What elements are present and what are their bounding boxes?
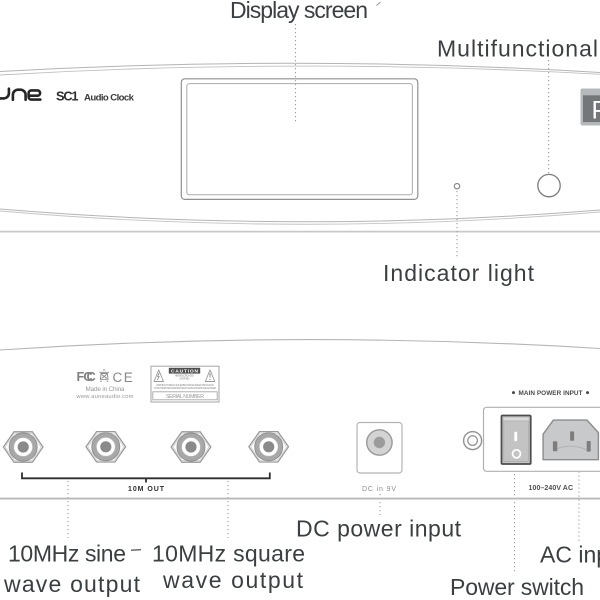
svg-text:wave output: wave output	[3, 571, 141, 597]
svg-text:P: P	[592, 97, 600, 125]
svg-text:MAIN POWER INPUT: MAIN POWER INPUT	[519, 390, 583, 397]
svg-text:C: C	[87, 369, 96, 384]
svg-text:RISK OF ELECTRIC SHOCK: RISK OF ELECTRIC SHOCK	[175, 373, 194, 377]
svg-text:AC input: AC input	[540, 542, 600, 568]
svg-text:Power switch: Power switch	[450, 574, 584, 600]
svg-text:Made in China: Made in China	[86, 386, 125, 393]
svg-text:Multifunctional: Multifunctional	[437, 36, 598, 62]
svg-text:wave output: wave output	[162, 567, 304, 593]
svg-text:www.auneaudio.com: www.auneaudio.com	[76, 394, 134, 400]
svg-text:Display screen: Display screen	[230, 0, 368, 23]
svg-text:10MHz square: 10MHz square	[152, 541, 305, 567]
svg-text:Audio Clock: Audio Clock	[84, 92, 135, 103]
svg-text:CAUTION: CAUTION	[171, 369, 199, 375]
svg-text:DC in 9V: DC in 9V	[362, 486, 396, 493]
svg-text:100–240V AC: 100–240V AC	[529, 485, 574, 492]
svg-text:SERIAL NUMBER: SERIAL NUMBER	[166, 394, 204, 400]
svg-text:DO NOT OPEN: DO NOT OPEN	[180, 376, 190, 380]
svg-text:Indicator light: Indicator light	[383, 260, 535, 286]
svg-text:10MHz sine: 10MHz sine	[8, 541, 126, 567]
svg-text:DC power input: DC power input	[296, 516, 462, 542]
svg-text:SC1: SC1	[56, 88, 79, 103]
svg-text:WARNING: TO REDUCE THE RISK OF: WARNING: TO REDUCE THE RISK OF FIRE OR E…	[156, 383, 214, 387]
svg-text:10M OUT: 10M OUT	[128, 486, 165, 493]
svg-text:DO NOT EXPOSE THIS APPLIANCE T: DO NOT EXPOSE THIS APPLIANCE TO RAIN OR …	[154, 386, 216, 390]
svg-text:FC: FC	[77, 369, 93, 384]
svg-text:CE: CE	[113, 370, 135, 385]
